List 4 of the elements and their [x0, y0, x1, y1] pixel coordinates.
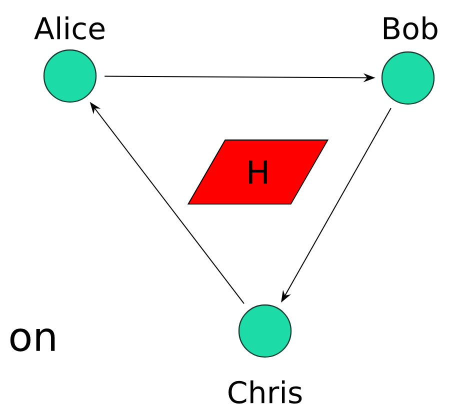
node-label: Bob: [384, 16, 438, 40]
node-label: Chris: [228, 380, 302, 404]
node-label: Alice: [34, 16, 104, 40]
text-fragment: on: [10, 328, 55, 352]
